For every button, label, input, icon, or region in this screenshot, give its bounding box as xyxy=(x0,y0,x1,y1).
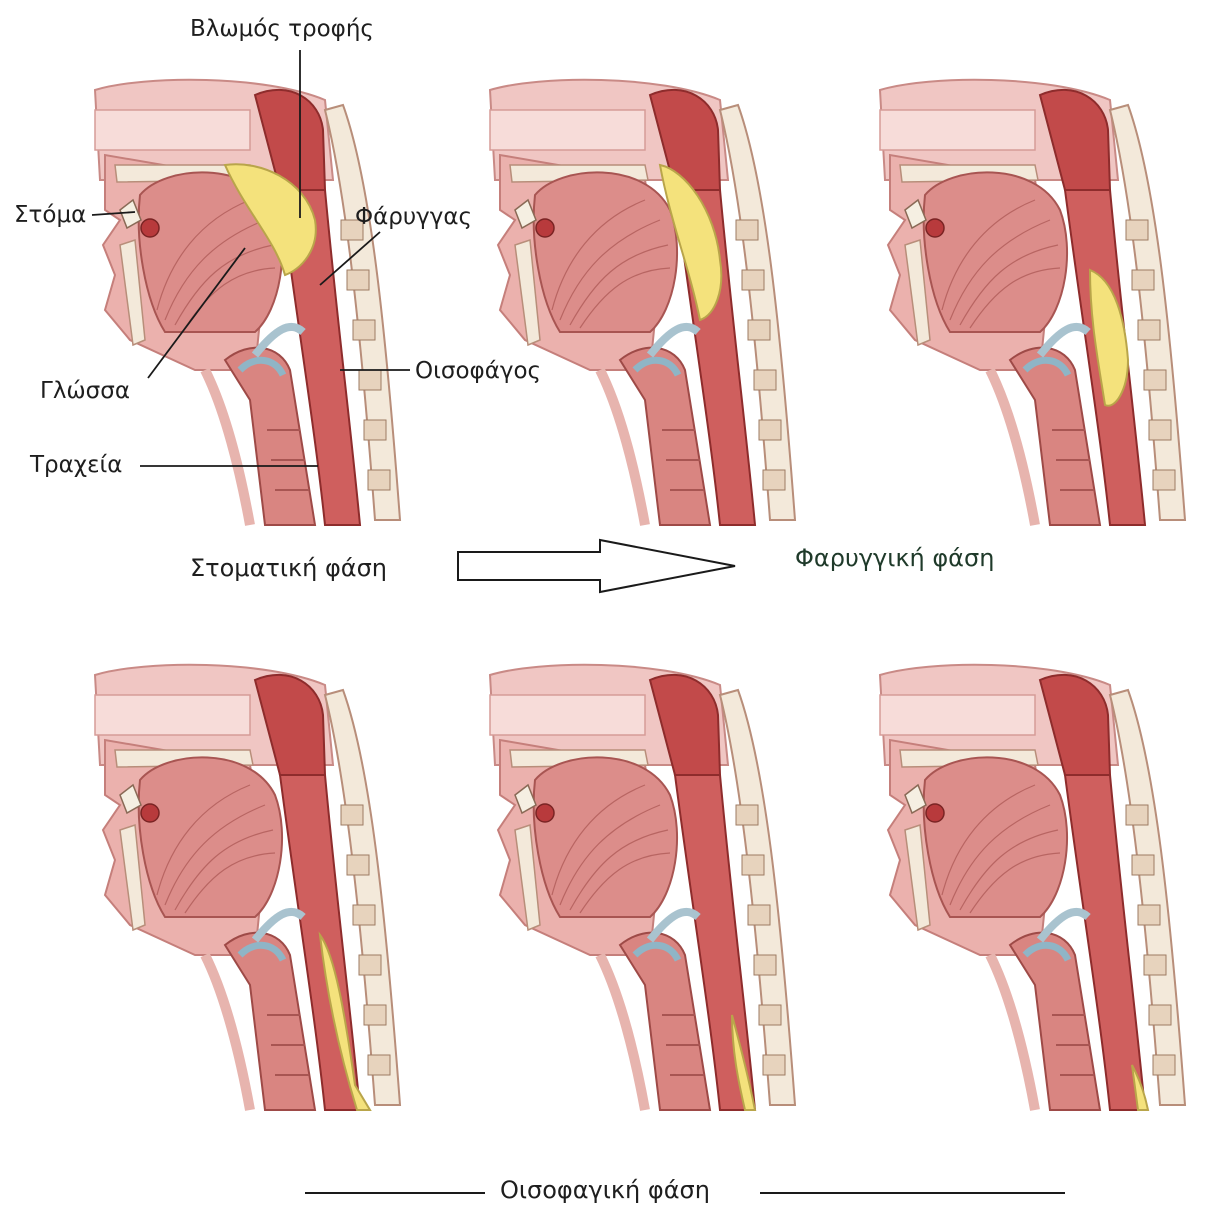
panel-4-esophageal xyxy=(95,665,400,1110)
panel-6-esophageal xyxy=(880,665,1185,1110)
label-esophagus: Οισοφάγος xyxy=(415,360,541,383)
panel-5-esophageal xyxy=(490,665,795,1110)
panel-3-pharyngeal xyxy=(880,80,1185,525)
label-food-bolus: Βλωμός τροφής xyxy=(190,18,374,41)
divider-left xyxy=(305,1192,485,1194)
divider-right xyxy=(760,1192,1065,1194)
label-oral-phase: Στοματική φάση xyxy=(190,556,387,580)
label-trachea: Τραχεία xyxy=(30,454,122,477)
panel-2-oral xyxy=(490,80,795,525)
panel-1-oral xyxy=(95,80,400,525)
label-pharynx: Φάρυγγας xyxy=(355,206,472,229)
label-tongue: Γλώσσα xyxy=(40,380,130,403)
phase-arrow xyxy=(458,540,735,592)
label-esophageal-phase: Οισοφαγική φάση xyxy=(500,1178,710,1202)
label-mouth: Στόμα xyxy=(14,204,86,227)
label-pharyngeal-phase: Φαρυγγική φάση xyxy=(795,546,994,570)
